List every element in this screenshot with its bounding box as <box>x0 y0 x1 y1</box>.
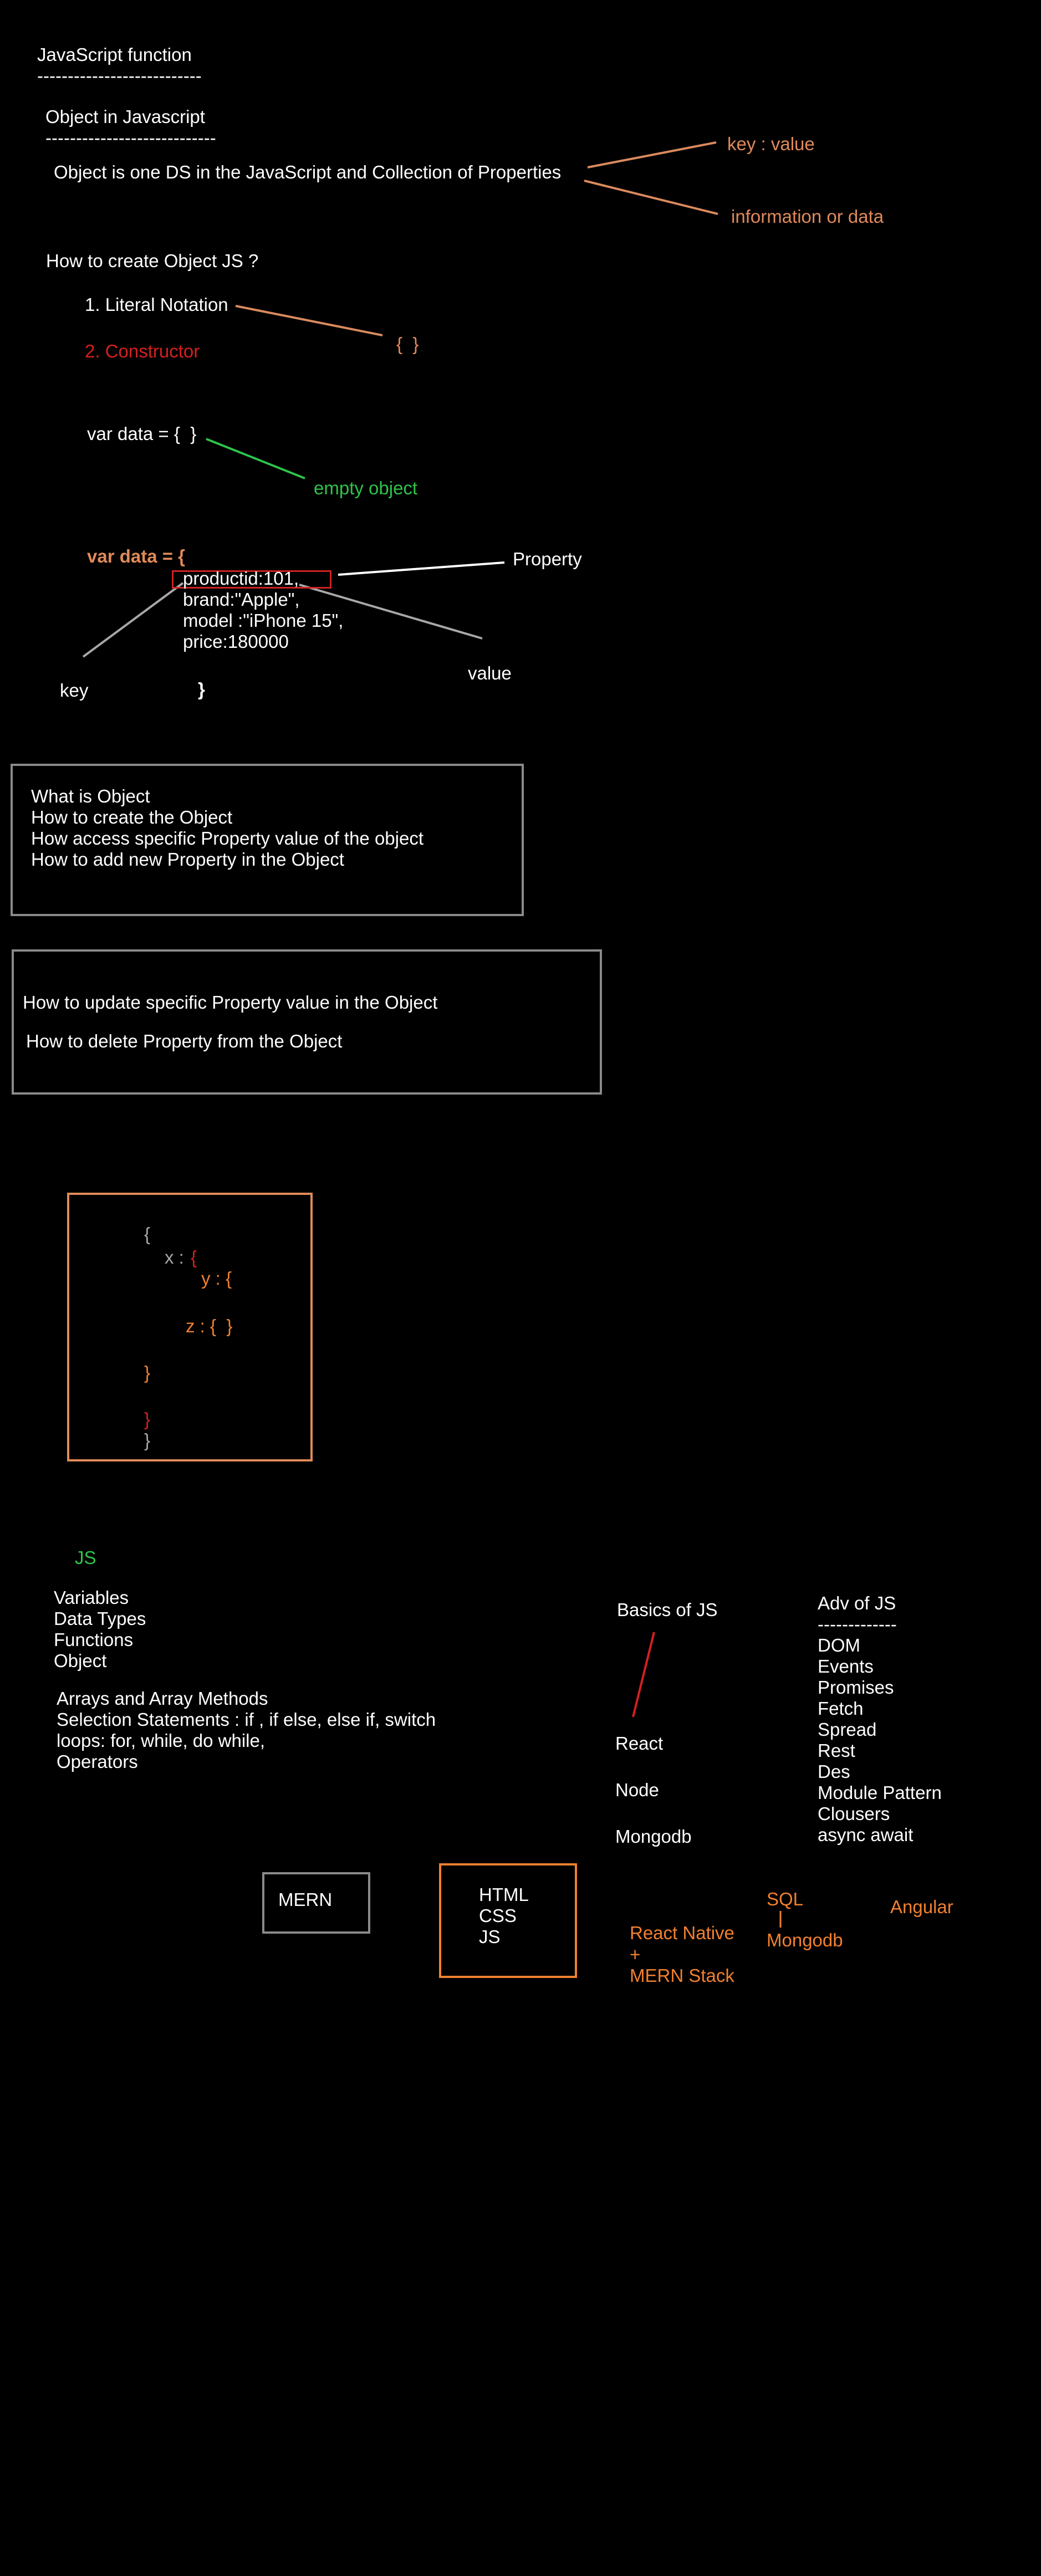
adv-list: DOM Events Promises Fetch Spread Rest De… <box>818 1635 942 1846</box>
mern-label: MERN <box>278 1889 333 1910</box>
adv-item: Des <box>818 1761 850 1782</box>
stack-mongodb: Mongodb <box>615 1826 692 1847</box>
plus-label: + <box>630 1944 641 1965</box>
nested-close-y: } <box>144 1362 151 1383</box>
object-declaration: var data = { <box>87 546 186 566</box>
create-question: How to create Object JS ? <box>46 251 259 271</box>
nested-x-brace: { <box>191 1247 197 1267</box>
empty-braces: { } <box>396 334 419 354</box>
web-item: HTML <box>479 1884 529 1905</box>
section-rule: ---------------------------- <box>45 127 216 148</box>
note-information: information or data <box>731 206 884 227</box>
topic-item: What is Object <box>31 786 150 806</box>
constructor-notation: 2. Constructor <box>85 341 200 361</box>
property-highlight <box>172 570 331 589</box>
js-more-item: Selection Statements : if , if else, els… <box>57 1709 436 1730</box>
property-line: model :"iPhone 15", <box>183 610 344 631</box>
nested-y: y : { <box>201 1268 232 1289</box>
object-properties: productid:101, brand:"Apple", model :"iP… <box>183 568 343 652</box>
js-basics-list: Variables Data Types Functions Object <box>54 1587 146 1672</box>
nested-x-key: x : <box>165 1247 190 1267</box>
nested-close-root: } <box>144 1430 151 1450</box>
topics-box-1 <box>11 764 524 916</box>
basics-of-js: Basics of JS <box>617 1599 718 1620</box>
js-basic-item: Data Types <box>54 1608 146 1629</box>
js-more-list: Arrays and Array Methods Selection State… <box>57 1688 436 1772</box>
value-stroke <box>299 584 483 640</box>
topic-delete: How to delete Property from the Object <box>26 1031 343 1051</box>
web-item: CSS <box>479 1905 517 1926</box>
sql-label: SQL <box>767 1889 804 1909</box>
topics-box-2 <box>12 949 602 1095</box>
web-list: HTML CSS JS <box>479 1884 529 1948</box>
adv-item: DOM <box>818 1635 860 1655</box>
js-label: JS <box>75 1547 96 1568</box>
mern-stack-label: MERN Stack <box>630 1965 734 1986</box>
mongodb-label: Mongodb <box>767 1930 843 1950</box>
adv-item: Module Pattern <box>818 1782 942 1803</box>
topics-list-1: What is Object How to create the Object … <box>31 786 423 870</box>
topic-item: How to add new Property in the Object <box>31 849 344 870</box>
react-native-label: React Native <box>630 1923 734 1943</box>
key-label: key <box>60 680 89 701</box>
info-stroke <box>584 180 718 215</box>
topic-update: How to update specific Property value in… <box>23 992 438 1013</box>
topic-item: How access specific Property value of th… <box>31 828 424 849</box>
literal-notation: 1. Literal Notation <box>85 294 228 315</box>
js-basic-item: Variables <box>54 1587 129 1608</box>
topic-item: How to create the Object <box>31 807 233 827</box>
js-more-item: Arrays and Array Methods <box>57 1688 268 1709</box>
page-title: JavaScript function <box>37 44 192 65</box>
stack-node: Node <box>615 1780 659 1800</box>
property-stroke <box>338 561 505 576</box>
property-line: price:180000 <box>183 631 289 652</box>
mern-box <box>262 1872 370 1934</box>
nested-object-box <box>67 1193 313 1461</box>
js-more-item: loops: for, while, do while, <box>57 1730 266 1751</box>
js-basic-item: Object <box>54 1650 107 1671</box>
object-definition: Object is one DS in the JavaScript and C… <box>54 162 562 182</box>
adv-item: Fetch <box>818 1698 864 1719</box>
empty-object-label: empty object <box>314 478 418 498</box>
empty-object-declaration: var data = { } <box>87 423 197 444</box>
adv-of-js: Adv of JS <box>818 1593 896 1613</box>
title-rule: --------------------------- <box>37 65 202 86</box>
js-basic-item: Functions <box>54 1629 134 1650</box>
adv-rule: ------------- <box>818 1614 897 1634</box>
property-line: brand:"Apple", <box>183 589 300 610</box>
web-box <box>439 1863 577 1978</box>
empty-object-stroke <box>206 438 305 479</box>
key-stroke <box>82 582 184 658</box>
value-label: value <box>468 663 512 683</box>
angular-label: Angular <box>890 1897 953 1917</box>
object-close-brace: } <box>198 679 205 699</box>
nested-z: z : { } <box>186 1316 233 1336</box>
literal-stroke <box>235 305 383 336</box>
adv-item: Rest <box>818 1740 855 1761</box>
property-line: productid:101, <box>183 568 299 589</box>
adv-item: Events <box>818 1656 874 1677</box>
adv-item: async await <box>818 1824 914 1845</box>
adv-item: Promises <box>818 1677 894 1698</box>
web-item: JS <box>479 1926 501 1947</box>
key-value-stroke <box>587 141 717 168</box>
adv-item: Spread <box>818 1719 877 1740</box>
section-title: Object in Javascript <box>45 106 205 127</box>
note-key-value: key : value <box>727 134 815 154</box>
property-label: Property <box>513 549 582 569</box>
js-more-item: Operators <box>57 1751 138 1772</box>
nested-close-x: } <box>144 1409 151 1429</box>
basics-stroke <box>632 1632 655 1718</box>
stack-react: React <box>615 1733 664 1754</box>
adv-item: Clousers <box>818 1803 890 1824</box>
nested-open-1: { <box>144 1224 151 1244</box>
